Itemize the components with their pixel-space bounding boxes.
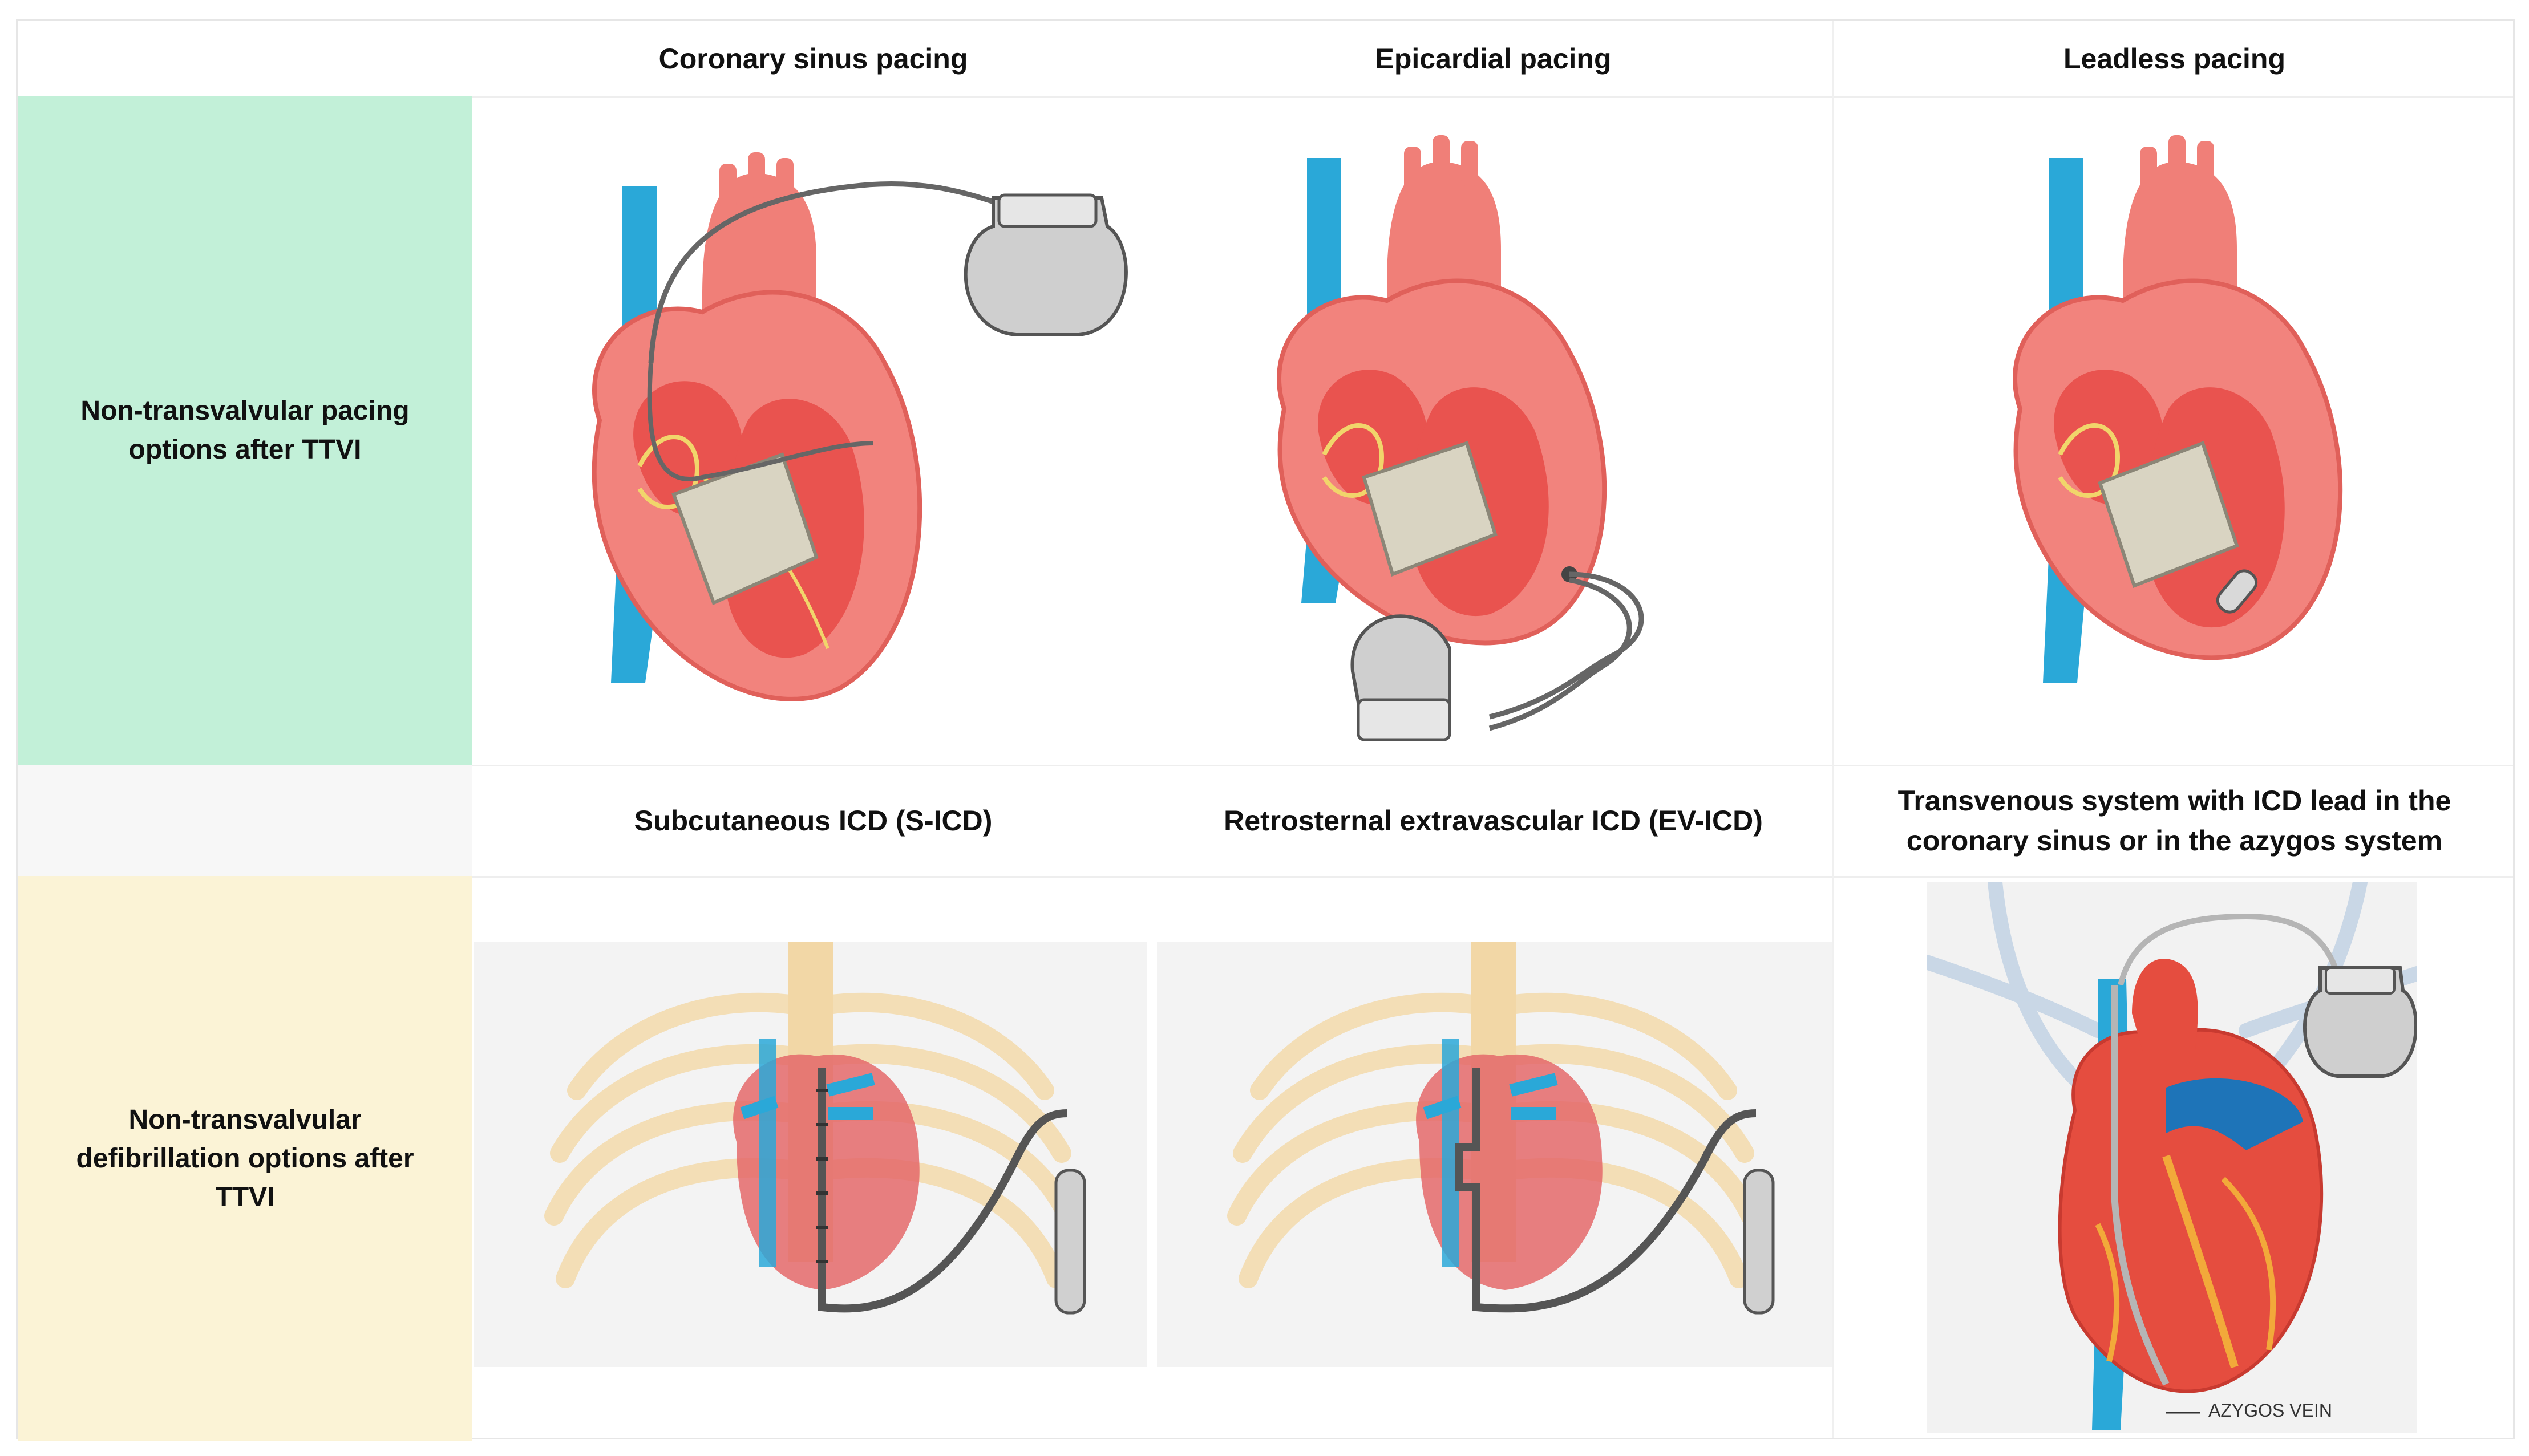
leadless-pacing-illustration (1917, 124, 2431, 728)
corner-cell (18, 21, 472, 96)
grid-line (1832, 21, 1834, 1438)
grid-line (472, 876, 2513, 878)
s-icd-illustration (474, 942, 1147, 1367)
epicardial-pacing-illustration (1239, 124, 1786, 757)
col-header-epicardial: Epicardial pacing (1375, 43, 1612, 75)
col-header-ev-icd: Retrosternal extravascular ICD (EV-ICD) (1224, 804, 1763, 837)
azygos-vein-label: AZYGOS VEIN (2208, 1400, 2332, 1421)
col-header-leadless: Leadless pacing (2063, 43, 2286, 75)
ev-icd-illustration (1157, 942, 1832, 1367)
defib-header-corner (18, 765, 472, 876)
col-header-transvenous: Transvenous system with ICD lead in the … (1897, 784, 2451, 857)
defib-row-band (18, 876, 472, 1441)
pacing-row-band (18, 96, 472, 765)
row-label-defibrillation: Non-transvalvular defibrillation options… (76, 1104, 414, 1212)
col-header-s-icd: Subcutaneous ICD (S-ICD) (634, 804, 993, 837)
figure-table: Coronary sinus pacing Epicardial pacing … (16, 19, 2515, 1441)
col-header-coronary-sinus: Coronary sinus pacing (658, 43, 968, 75)
grid-line (472, 96, 2513, 98)
grid-line (472, 765, 2513, 766)
row-label-pacing: Non-transvalvular pacing options after T… (80, 396, 410, 465)
coronary-sinus-pacing-illustration (531, 124, 1147, 728)
transvenous-azygos-illustration (1927, 882, 2417, 1433)
